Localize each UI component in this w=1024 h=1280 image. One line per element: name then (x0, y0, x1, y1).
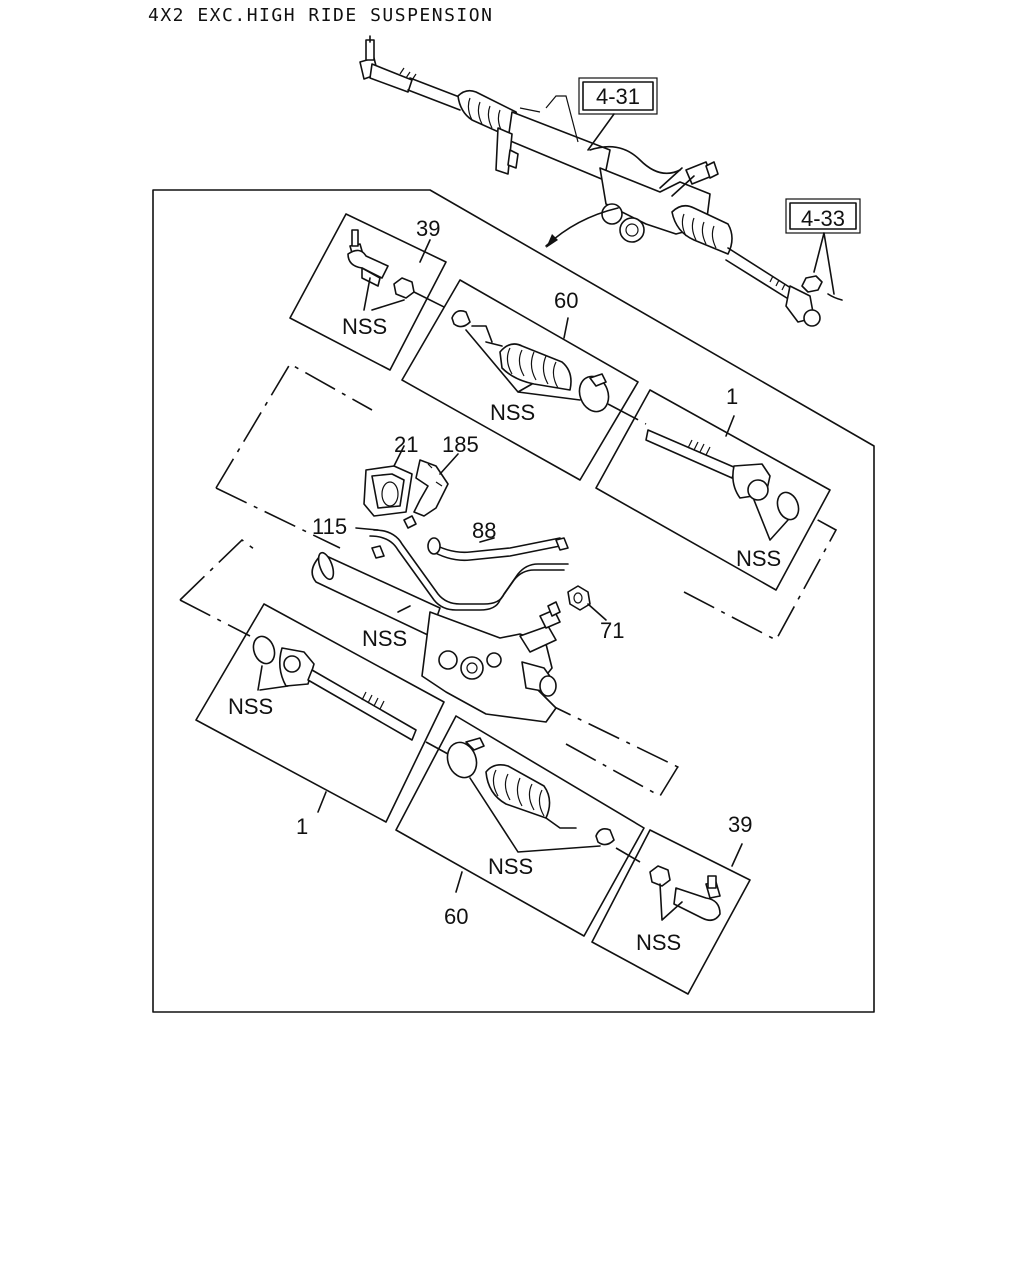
diagram-title: 4X2 EXC.HIGH RIDE SUSPENSION (148, 5, 493, 26)
ref-box-4-33[interactable]: 4-33 (785, 198, 861, 234)
nss-lower-right: NSS (636, 930, 681, 955)
callout-71: 71 (600, 618, 624, 643)
callout-60-lower: 60 (444, 904, 468, 929)
callout-1-lower: 1 (296, 814, 308, 839)
callout-60-upper: 60 (554, 288, 578, 313)
callout-21: 21 (394, 432, 418, 457)
tie-rod-lower-group[interactable] (195, 603, 445, 823)
ref-label-4-31: 4-31 (596, 84, 640, 109)
exploded-view-frame (152, 189, 875, 1013)
boot-kit-upper-group[interactable] (401, 279, 639, 481)
steering-rack-assembly-overview (359, 35, 843, 327)
nss-upper-right: NSS (736, 546, 781, 571)
nss-upper-left: NSS (342, 314, 387, 339)
callout-1-upper: 1 (726, 384, 738, 409)
callout-185: 185 (442, 432, 479, 457)
pipe-group[interactable] (355, 527, 569, 611)
nss-boot-lower: NSS (488, 854, 533, 879)
callout-115: 115 (312, 514, 347, 539)
nss-housing: NSS (362, 626, 407, 651)
callout-88: 88 (472, 518, 496, 543)
tie-rod-end-upper-group[interactable] (289, 213, 447, 371)
nss-lower-left: NSS (228, 694, 273, 719)
ref-box-4-31[interactable]: 4-31 (578, 77, 658, 115)
boot-kit-lower-group[interactable] (395, 715, 645, 937)
nss-boot-upper: NSS (490, 400, 535, 425)
bracket-group[interactable] (363, 445, 459, 529)
callout-39-upper: 39 (416, 216, 440, 241)
gear-housing-group[interactable] (311, 551, 607, 723)
housing-boundary-upper (215, 362, 373, 489)
ref-label-4-33: 4-33 (801, 206, 845, 231)
callout-39-lower: 39 (728, 812, 752, 837)
tie-rod-upper-group[interactable] (595, 389, 831, 591)
tie-rod-end-lower-group[interactable] (591, 829, 751, 995)
